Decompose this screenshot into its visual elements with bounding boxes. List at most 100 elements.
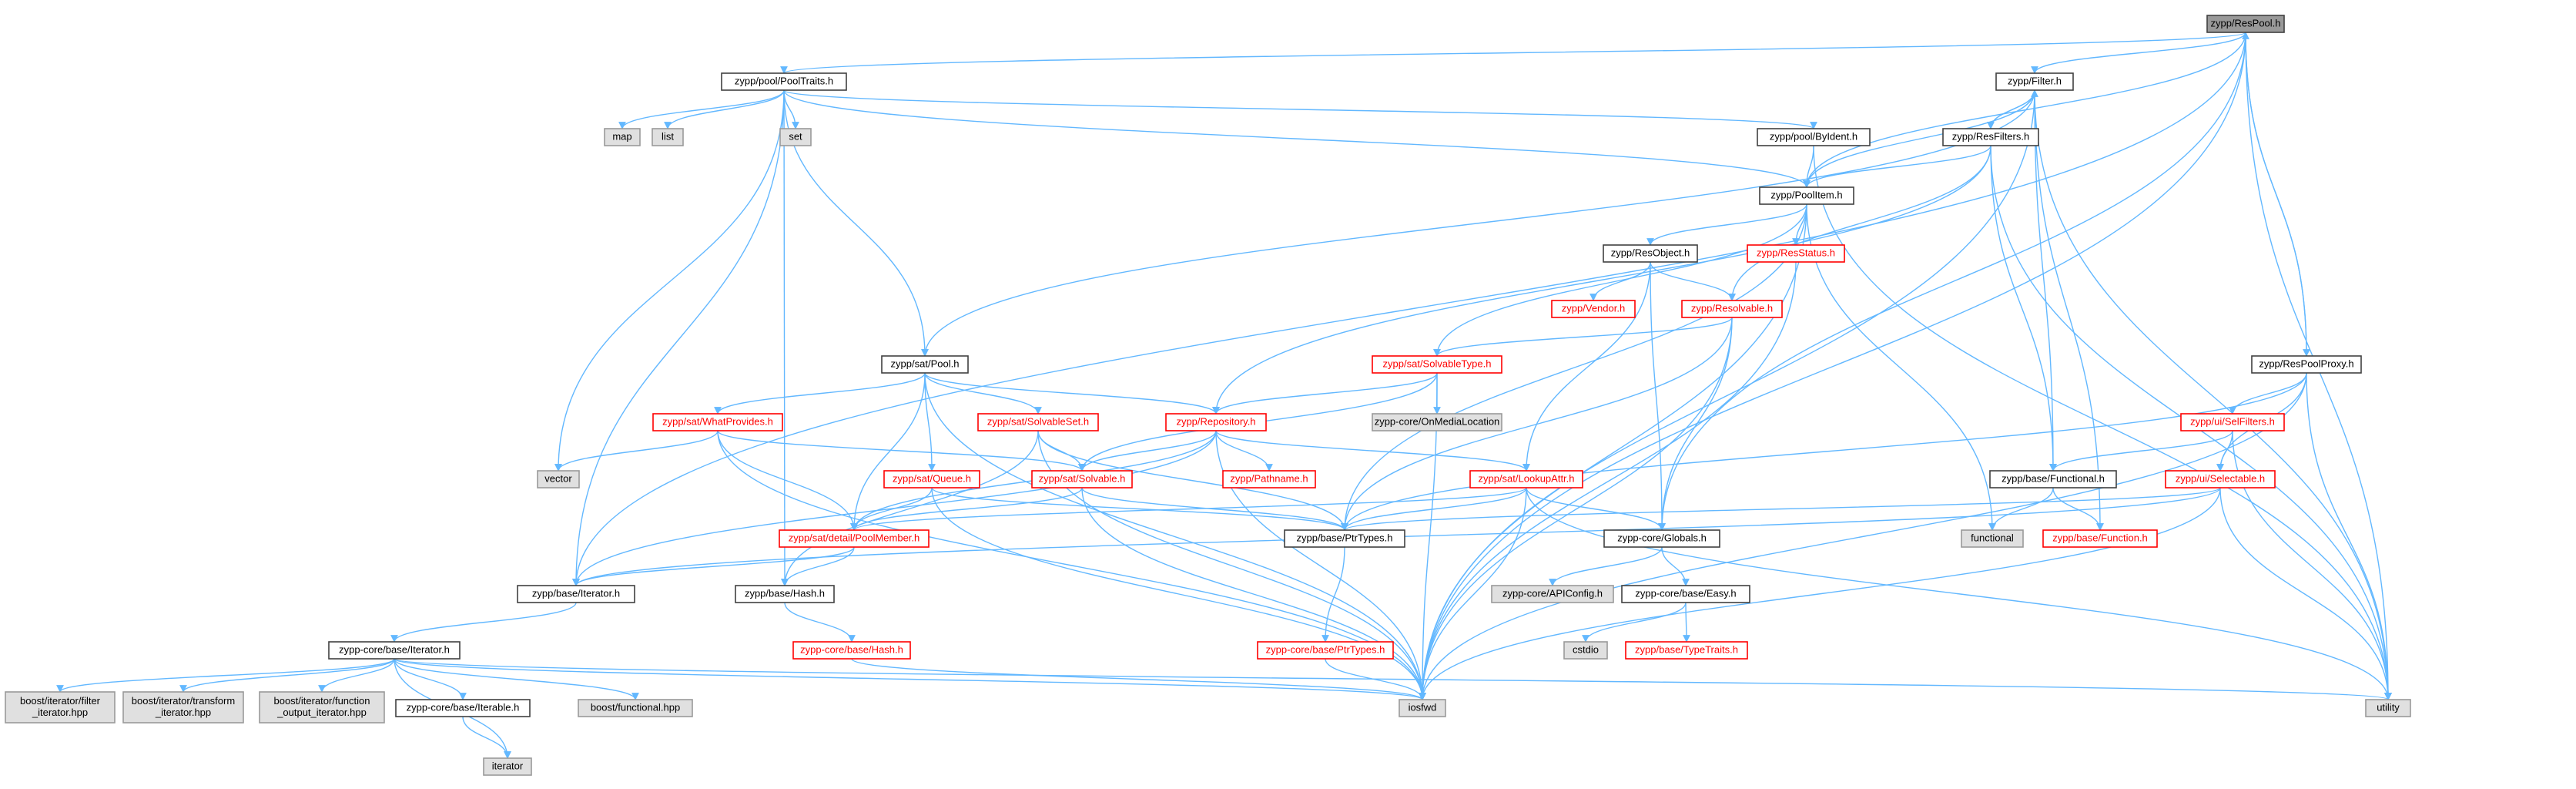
node-label: zypp/sat/WhatProvides.h (662, 415, 773, 427)
node-box (1372, 413, 1502, 431)
node-zypp-base-function-h[interactable]: zypp/base/Function.h (2042, 529, 2158, 548)
node-cstdio: cstdio (1563, 641, 1608, 660)
edge-zypp-base-ptrtypes-h-to-zypp-core-base-ptrtypes-h (1321, 546, 1345, 643)
edge-zypp-resfilters-h-to-zypp-base-functional-h (1990, 145, 2057, 472)
node-zypp-sat-lookupattr-h[interactable]: zypp/sat/LookupAttr.h (1469, 470, 1583, 489)
edge-zypp-poolitem-h-to-zypp-sat-solvabletype-h (1433, 203, 1807, 357)
node-zypp-sat-solvable-h[interactable]: zypp/sat/Solvable.h (1031, 470, 1133, 489)
edge-zypp-pool-byident-h-to-utility (1813, 145, 2392, 700)
node-zypp-base-iterator-h[interactable]: zypp/base/Iterator.h (517, 585, 635, 603)
node-box (1961, 529, 2024, 548)
node-zypp-core-base-iterable-h[interactable]: zypp-core/base/Iterable.h (395, 699, 531, 717)
edge-zypp-ui-selectable-h-to-iosfwd (1419, 487, 2221, 700)
node-label: zypp/sat/SolvableSet.h (987, 415, 1089, 427)
edge-zypp-poolitem-h-to-zypp-resobject-h (1646, 203, 1807, 246)
node-zypp-resstatus-h[interactable]: zypp/ResStatus.h (1747, 244, 1845, 263)
node-zypp-core-base-hash-h[interactable]: zypp-core/base/Hash.h (792, 641, 911, 660)
edge-zypp-sat-solvable-h-to-zypp-sat-detail-poolmember-h (850, 487, 1083, 531)
node-zypp-pathname-h[interactable]: zypp/Pathname.h (1222, 470, 1316, 489)
node-label: zypp/sat/SolvableType.h (1383, 358, 1492, 369)
edge-zypp-sat-pool-h-to-zypp-sat-detail-poolmember-h (850, 372, 926, 531)
node-zypp-resobject-h[interactable]: zypp/ResObject.h (1603, 244, 1698, 263)
node-zypp-base-hash-h[interactable]: zypp/base/Hash.h (735, 585, 835, 603)
edge-zypp-base-hash-h-to-zypp-core-base-hash-h (784, 602, 856, 643)
node-label: zypp/sat/LookupAttr.h (1478, 472, 1574, 484)
node-label: iterator (492, 760, 524, 771)
node-box (122, 691, 244, 724)
node-label: zypp/sat/Solvable.h (1039, 472, 1126, 484)
node-zypp-resolvable-h[interactable]: zypp/Resolvable.h (1681, 300, 1783, 318)
node-zypp-sat-whatprovides-h[interactable]: zypp/sat/WhatProvides.h (652, 413, 783, 431)
edge-zypp-core-base-iterator-h-to-utility (394, 658, 2392, 700)
node-label: zypp/Resolvable.h (1691, 302, 1773, 314)
node-box (1942, 128, 2039, 146)
edge-zypp-sat-whatprovides-h-to-zypp-sat-solvable-h (717, 430, 1086, 472)
node-label: zypp-core/Globals.h (1617, 532, 1707, 543)
node-box (883, 470, 980, 489)
node-zypp-filter-h[interactable]: zypp/Filter.h (1995, 72, 2074, 91)
edge-zypp-sat-pool-h-to-zypp-sat-whatprovides-h (714, 372, 926, 415)
edge-zypp-respool-h-to-zypp-core-globals-h (1658, 32, 2246, 531)
edge-zypp-core-base-iterator-h-to-boost-iterator-transform-iterator-hpp (179, 658, 395, 693)
node-label: zypp-core/OnMediaLocation (1375, 415, 1500, 427)
edge-zypp-sat-queue-h-to-zypp-sat-detail-poolmember-h (850, 487, 933, 531)
edge-zypp-base-functional-h-to-functional (1988, 487, 2054, 531)
node-label: zypp/base/Function.h (2052, 532, 2148, 543)
node-box (1031, 470, 1133, 489)
node-zypp-pool-byident-h[interactable]: zypp/pool/ByIdent.h (1757, 128, 1871, 146)
node-box (1284, 529, 1405, 548)
node-box (792, 641, 911, 660)
node-zypp-core-globals-h[interactable]: zypp-core/Globals.h (1603, 529, 1720, 548)
node-zypp-vendor-h[interactable]: zypp/Vendor.h (1551, 300, 1636, 318)
edge-zypp-base-iterator-h-to-zypp-core-base-iterator-h (390, 602, 577, 643)
node-box (1995, 72, 2074, 91)
node-zypp-sat-solvabletype-h[interactable]: zypp/sat/SolvableType.h (1372, 355, 1502, 374)
node-zypp-sat-pool-h[interactable]: zypp/sat/Pool.h (881, 355, 969, 374)
node-label: zypp-core/base/Iterable.h (407, 701, 520, 713)
node-zypp-base-functional-h[interactable]: zypp/base/Functional.h (1989, 470, 2117, 489)
node-zypp-core-base-iterator-h[interactable]: zypp-core/base/Iterator.h (328, 641, 461, 660)
node-zypp-repository-h[interactable]: zypp/Repository.h (1165, 413, 1267, 431)
node-zypp-sat-solvableset-h[interactable]: zypp/sat/SolvableSet.h (977, 413, 1099, 431)
edge-zypp-sat-solvable-h-to-iosfwd (1081, 487, 1426, 700)
edge-zypp-sat-pool-h-to-zypp-repository-h (924, 372, 1220, 415)
edge-zypp-pool-pooltraits-h-to-map (618, 89, 785, 129)
node-box (1747, 244, 1845, 263)
node-zypp-base-typetraits-h[interactable]: zypp/base/TypeTraits.h (1625, 641, 1748, 660)
edge-zypp-filter-h-to-iosfwd (1419, 89, 2035, 700)
node-zypp-poolitem-h[interactable]: zypp/PoolItem.h (1759, 186, 1854, 205)
node-label: list (662, 130, 674, 142)
node-zypp-sat-detail-poolmember-h[interactable]: zypp/sat/detail/PoolMember.h (779, 529, 930, 548)
node-label: zypp/ResPool.h (2210, 17, 2280, 29)
node-label: zypp/Filter.h (2008, 75, 2062, 86)
node-zypp-base-ptrtypes-h[interactable]: zypp/base/PtrTypes.h (1284, 529, 1405, 548)
node-zypp-respool-h[interactable]: zypp/ResPool.h (2206, 15, 2285, 33)
node-layer: zypp/ResPool.h zypp/pool/PoolTraits.h zypp… (5, 15, 2411, 776)
node-zypp-ui-selectable-h[interactable]: zypp/ui/Selectable.h (2165, 470, 2276, 489)
node-zypp-core-base-easy-h[interactable]: zypp-core/base/Easy.h (1621, 585, 1750, 603)
node-zypp-respoolproxy-h[interactable]: zypp/ResPoolProxy.h (2251, 355, 2362, 374)
node-zypp-resfilters-h[interactable]: zypp/ResFilters.h (1942, 128, 2039, 146)
node-box (1551, 300, 1636, 318)
node-iterator: iterator (483, 757, 532, 776)
edge-zypp-core-base-iterable-h-to-iterator (462, 716, 511, 759)
node-box (2251, 355, 2362, 374)
node-zypp-pool-pooltraits-h[interactable]: zypp/pool/PoolTraits.h (721, 72, 847, 91)
node-zypp-core-base-ptrtypes-h[interactable]: zypp-core/base/PtrTypes.h (1257, 641, 1394, 660)
node-box (1757, 128, 1871, 146)
edge-zypp-sat-solvableset-h-to-zypp-base-ptrtypes-h (1037, 430, 1348, 531)
edge-zypp-filter-h-to-zypp-base-functional-h (2034, 89, 2057, 472)
node-zypp-ui-selfilters-h[interactable]: zypp/ui/SelFilters.h (2180, 413, 2285, 431)
node-label: map (612, 130, 631, 142)
edge-zypp-core-base-hash-h-to-iosfwd (851, 658, 1426, 700)
node-label: zypp/base/Iterator.h (532, 587, 620, 599)
node-box (1165, 413, 1267, 431)
edge-zypp-ui-selectable-h-to-zypp-base-ptrtypes-h (1341, 487, 2221, 531)
node-label: zypp/ResStatus.h (1757, 247, 1835, 258)
node-box (652, 128, 684, 146)
node-boost-functional-hpp: boost/functional.hpp (578, 699, 693, 717)
node-zypp-sat-queue-h[interactable]: zypp/sat/Queue.h (883, 470, 980, 489)
edge-zypp-sat-pool-h-to-zypp-sat-solvableset-h (924, 372, 1042, 415)
node-label: zypp-core/base/PtrTypes.h (1266, 643, 1385, 655)
edge-zypp-sat-lookupattr-h-to-utility (1526, 487, 2392, 700)
